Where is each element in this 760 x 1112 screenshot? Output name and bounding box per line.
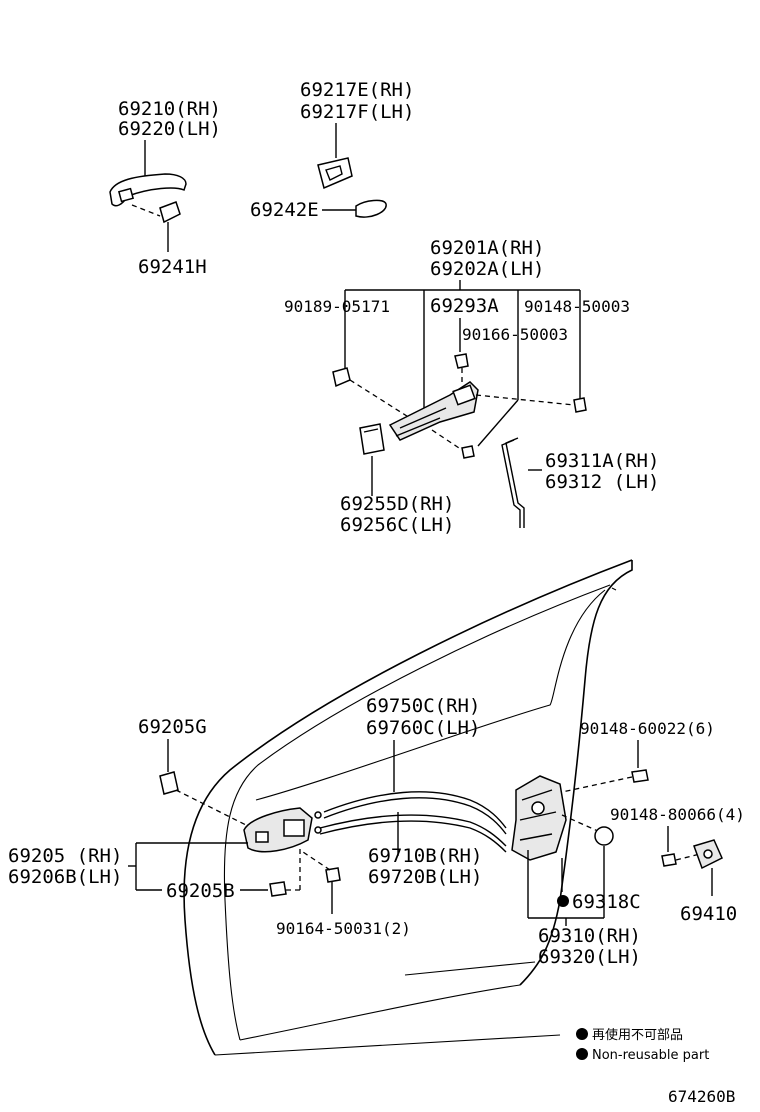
label-90166: 90166-50003	[462, 325, 568, 344]
label-69318C: 69318C	[572, 891, 641, 913]
label-69210: 69210(RH)	[118, 98, 221, 120]
label-69255D: 69255D(RH)	[340, 493, 454, 515]
legend-en: Non-reusable part	[592, 1048, 709, 1063]
bezel-69255D	[359, 423, 385, 455]
clip-69205G	[159, 771, 179, 795]
label-69750C: 69750C(RH)	[366, 695, 480, 717]
grommet-69318C	[594, 826, 614, 846]
label-69217F: 69217F(LH)	[300, 101, 414, 123]
legend: 再使用不可部品 Non-reusable part	[576, 1027, 709, 1063]
cable-69710B	[319, 814, 507, 847]
label-69242E: 69242E	[250, 199, 319, 221]
door-lock-assy	[511, 775, 567, 861]
label-69760C: 69760C(LH)	[366, 717, 480, 739]
cable-69750C	[323, 791, 507, 829]
legend-bullet-en	[576, 1048, 588, 1060]
door-outline	[183, 559, 633, 1056]
inside-handle-group: 69201A(RH) 69202A(LH) 90189-05171 69293A…	[284, 237, 659, 536]
screw-90164	[325, 867, 341, 883]
clip-90189	[332, 367, 351, 388]
label-69241H: 69241H	[138, 256, 207, 278]
handle-pad	[159, 201, 181, 224]
clip-69293A	[454, 353, 469, 369]
label-69311A: 69311A(RH)	[545, 450, 659, 472]
label-69205B: 69205B	[166, 880, 235, 902]
label-69312: 69312 (LH)	[545, 471, 659, 493]
lock-group: 69205G 69750C(RH) 69760C(LH) 69710B(RH) …	[8, 695, 745, 968]
label-69320: 69320(LH)	[538, 946, 641, 968]
label-69205: 69205 (RH)	[8, 845, 122, 867]
label-69720B: 69720B(LH)	[368, 866, 482, 888]
label-69293A: 69293A	[430, 295, 499, 317]
label-69710B: 69710B(RH)	[368, 845, 482, 867]
label-69201A: 69201A(RH)	[430, 237, 544, 259]
rod-69311A	[501, 437, 525, 528]
screw-90148-60022	[631, 769, 649, 783]
label-69410: 69410	[680, 903, 737, 925]
handle-gasket	[355, 199, 387, 218]
label-69205G: 69205G	[138, 716, 207, 738]
non-reusable-bullet	[557, 895, 569, 907]
outside-handle-group: 69210(RH) 69220(LH) 69241H	[109, 98, 221, 278]
label-90148-50003: 90148-50003	[524, 297, 630, 316]
handle-cover-group: 69217E(RH) 69217F(LH) 69242E	[250, 79, 414, 221]
label-69310: 69310(RH)	[538, 925, 641, 947]
outside-handle	[109, 173, 187, 207]
screw-90148-80066	[661, 853, 677, 867]
screw-90166	[461, 445, 475, 459]
label-90148-80066: 90148-80066(4)	[610, 805, 745, 824]
label-69256C: 69256C(LH)	[340, 514, 454, 536]
label-90164: 90164-50031(2)	[276, 919, 411, 938]
handle-cover	[317, 157, 353, 190]
label-69220: 69220(LH)	[118, 118, 221, 140]
diagram-id: 674260B	[668, 1087, 735, 1106]
label-90148-60022: 90148-60022(6)	[580, 719, 715, 738]
screw-69205B	[269, 881, 287, 897]
screw-90148-50003	[573, 397, 587, 413]
label-90189: 90189-05171	[284, 297, 390, 316]
label-69217E: 69217E(RH)	[300, 79, 414, 101]
legend-jp: 再使用不可部品	[592, 1027, 683, 1043]
legend-bullet-jp	[576, 1028, 588, 1040]
label-69202A: 69202A(LH)	[430, 258, 544, 280]
label-69206B: 69206B(LH)	[8, 866, 122, 888]
